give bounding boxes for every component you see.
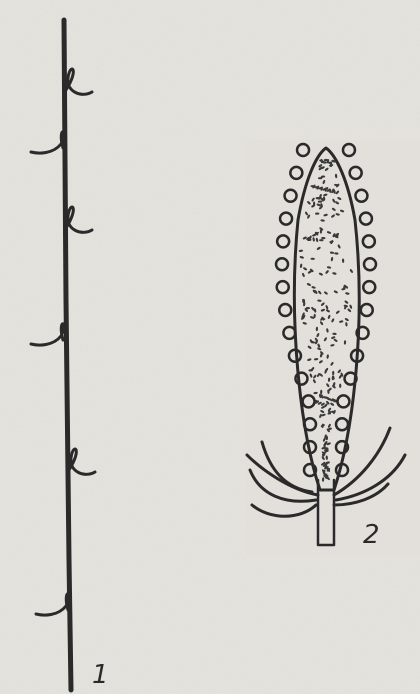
panel-2-label: 2	[363, 520, 380, 550]
panel-1-label: 1	[92, 660, 109, 690]
speckle	[339, 384, 341, 388]
spike-drawing	[245, 140, 420, 555]
speckle	[318, 201, 322, 203]
